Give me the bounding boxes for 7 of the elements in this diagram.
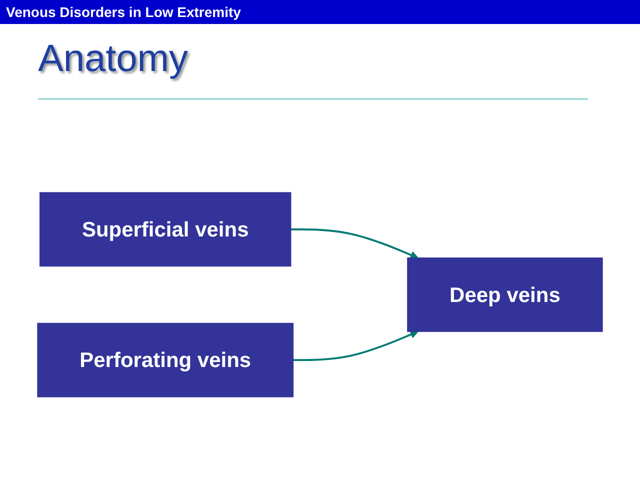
arrow <box>293 330 418 362</box>
header-text: Venous Disorders in Low Extremity <box>6 4 241 20</box>
slide-title: Anatomy <box>38 38 188 81</box>
node-box: Superficial veins <box>39 192 292 267</box>
arrow <box>290 228 418 260</box>
node-box: Deep veins <box>407 258 603 332</box>
node-box: Perforating veins <box>37 323 294 398</box>
